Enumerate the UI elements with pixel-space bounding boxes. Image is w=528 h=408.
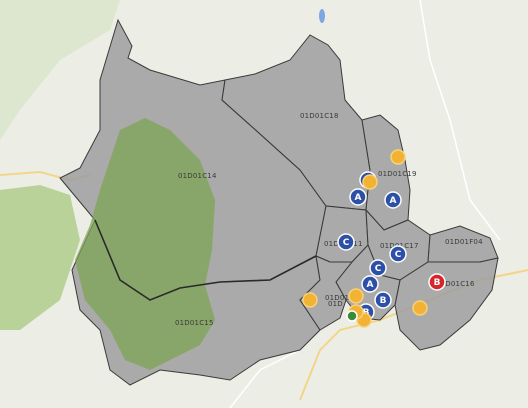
marker-circle[interactable] (369, 259, 387, 277)
district-label-c10: 01D (328, 300, 343, 308)
district-label-c12: 01D01C12 (325, 294, 364, 302)
road-south (229, 349, 301, 408)
marker-circle[interactable] (348, 288, 364, 304)
district-label-c16: 01D01C16 (436, 280, 475, 288)
marker-circle[interactable] (361, 275, 379, 293)
map-marker-c-5[interactable]: C (369, 259, 387, 277)
marker-letter: A (390, 196, 397, 206)
boundary-c14-c15 (94, 219, 317, 301)
district-label-c15: 01D01C15 (175, 319, 214, 327)
national-park-area (75, 118, 215, 370)
map-marker-a-0[interactable]: A (349, 188, 367, 206)
road-north-east (419, 0, 501, 241)
marker-circle[interactable] (374, 291, 392, 309)
marker-circle[interactable] (349, 188, 367, 206)
map-marker-orange-11[interactable] (362, 174, 378, 190)
marker-letter: C (375, 264, 382, 274)
map-marker-orange-15[interactable] (412, 300, 428, 316)
marker-circle[interactable] (346, 310, 358, 322)
marker-circle[interactable] (337, 233, 355, 251)
map-marker-green-17[interactable] (346, 310, 358, 322)
map-marker-orange-12[interactable] (302, 292, 318, 308)
map-marker-c-4[interactable]: C (389, 245, 407, 263)
marker-circle[interactable] (384, 191, 402, 209)
map-marker-b-7[interactable]: B (374, 291, 392, 309)
marker-letter: B (434, 278, 441, 288)
marker-circle[interactable] (412, 300, 428, 316)
marker-layer[interactable]: AAACCCABBB (302, 149, 446, 328)
terrain-forest-west (0, 185, 80, 330)
lake-north (319, 9, 325, 23)
map-marker-a-6[interactable]: A (361, 275, 379, 293)
map-marker-orange-10[interactable] (390, 149, 406, 165)
marker-circle[interactable] (428, 273, 446, 291)
marker-letter: C (395, 250, 402, 260)
district-label-f04: 01D01F04 (445, 238, 483, 246)
marker-circle[interactable] (390, 149, 406, 165)
district-label-c18: 01D01C18 (300, 112, 339, 120)
marker-letter: C (343, 238, 350, 248)
map-marker-orange-14[interactable] (348, 288, 364, 304)
marker-circle[interactable] (302, 292, 318, 308)
map-marker-b-9[interactable]: B (428, 273, 446, 291)
district-c10[interactable] (299, 255, 354, 331)
terrain-forest-north (0, 0, 120, 140)
marker-letter: A (367, 280, 374, 290)
marker-circle[interactable] (389, 245, 407, 263)
district-label-c19: 01D01C19 (378, 170, 417, 178)
marker-letter: A (355, 193, 362, 203)
marker-letter: B (380, 296, 387, 306)
district-label-c14: 01D01C14 (178, 172, 217, 180)
map-marker-a-1[interactable]: A (384, 191, 402, 209)
map-marker-c-3[interactable]: C (337, 233, 355, 251)
marker-circle[interactable] (362, 174, 378, 190)
